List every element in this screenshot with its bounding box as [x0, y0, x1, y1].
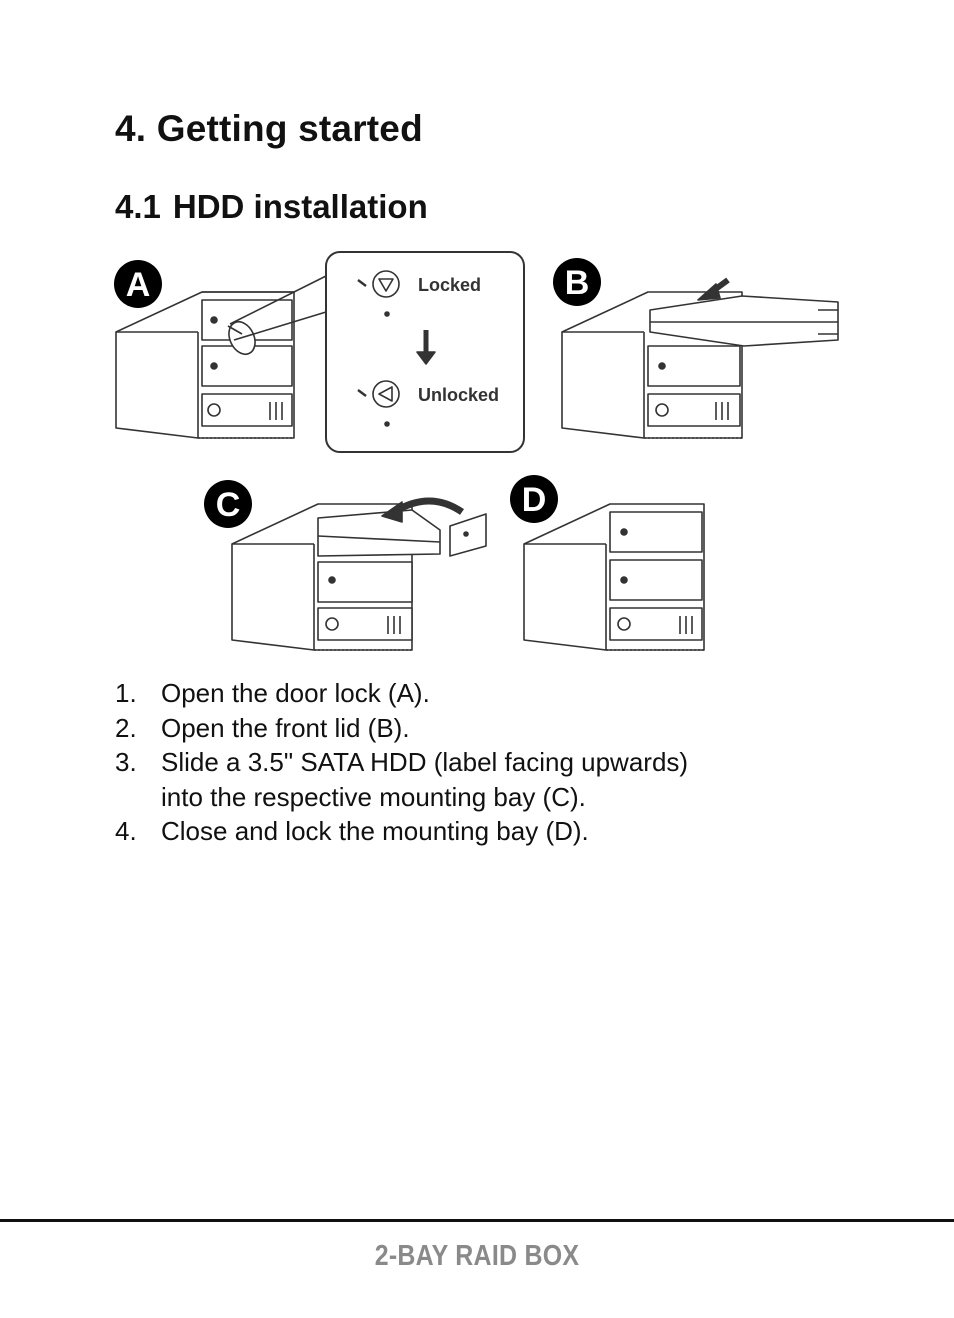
unlocked-label: Unlocked	[418, 385, 499, 405]
callout-connector-bottom	[233, 311, 327, 341]
panel-d-enclosure	[523, 503, 705, 651]
svg-text:A: A	[126, 266, 151, 304]
subsection-title: HDD installation	[172, 188, 428, 225]
lock-callout: Locked Unlocked	[325, 251, 525, 453]
step-item: 1. Open the door lock (A).	[115, 676, 835, 711]
section-heading: 4. Getting started	[115, 108, 423, 150]
panel-b-enclosure	[561, 277, 839, 439]
step-text: Open the front lid (B).	[161, 712, 410, 743]
panel-c-enclosure	[231, 497, 487, 651]
step-number: 1.	[115, 678, 137, 708]
step-number: 4.	[115, 816, 137, 846]
panel-label-b: B	[553, 258, 601, 306]
subsection-number: 4.1	[115, 188, 161, 225]
footer-product-name: 2-BAY RAID BOX	[374, 1240, 580, 1272]
subsection-heading: 4.1 HDD installation	[115, 188, 428, 226]
locked-label: Locked	[418, 275, 481, 295]
svg-text:B: B	[565, 264, 590, 302]
panel-label-a: A	[114, 260, 162, 308]
installation-steps: 1. Open the door lock (A). 2. Open the f…	[115, 676, 835, 849]
step-text-line: into the respective mounting bay (C).	[161, 781, 586, 812]
section-number: 4.	[115, 108, 147, 149]
step-item: 2. Open the front lid (B).	[115, 711, 835, 746]
step-number: 3.	[115, 747, 137, 777]
step-item: 3. Slide a 3.5" SATA HDD (label facing u…	[115, 745, 835, 814]
step-text: Slide a 3.5" SATA HDD (label facing upwa…	[161, 745, 688, 814]
hdd-installation-figure: Locked Unlocked	[114, 251, 839, 651]
unlocked-icon	[372, 380, 400, 408]
step-text: Close and lock the mounting bay (D).	[161, 816, 589, 846]
step-item: 4. Close and lock the mounting bay (D).	[115, 814, 835, 849]
section-title: Getting started	[156, 108, 423, 149]
panel-a-enclosure	[115, 291, 295, 439]
step-text-line: Slide a 3.5" SATA HDD (label facing upwa…	[161, 747, 689, 777]
callout-connector-top	[229, 275, 327, 325]
panel-label-d: D	[510, 475, 558, 523]
svg-text:C: C	[216, 486, 241, 524]
svg-text:D: D	[522, 481, 547, 519]
unlocked-triangle-icon	[378, 386, 393, 402]
panel-label-c: C	[204, 480, 252, 528]
locked-triangle-icon	[378, 278, 394, 292]
footer-rule	[0, 1219, 954, 1222]
step-text: Open the door lock (A).	[161, 678, 430, 708]
locked-icon	[372, 270, 400, 298]
step-number: 2.	[115, 712, 137, 743]
